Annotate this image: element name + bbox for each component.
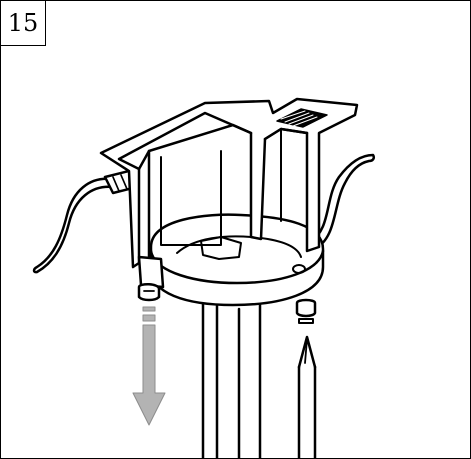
left-screw-post: [137, 255, 165, 289]
ridged-clamp: [276, 108, 328, 128]
left-cable: [32, 177, 115, 274]
step-number: 15: [1, 1, 46, 46]
right-cable: [309, 153, 376, 251]
down-arrow-icon: [133, 307, 165, 425]
screwdriver-icon: [297, 335, 317, 458]
ring-hole: [292, 264, 306, 274]
left-screw: [137, 283, 161, 302]
mount-base-ring: [149, 213, 325, 307]
mounting-tube: [201, 299, 262, 458]
screw-icon: [295, 298, 317, 324]
